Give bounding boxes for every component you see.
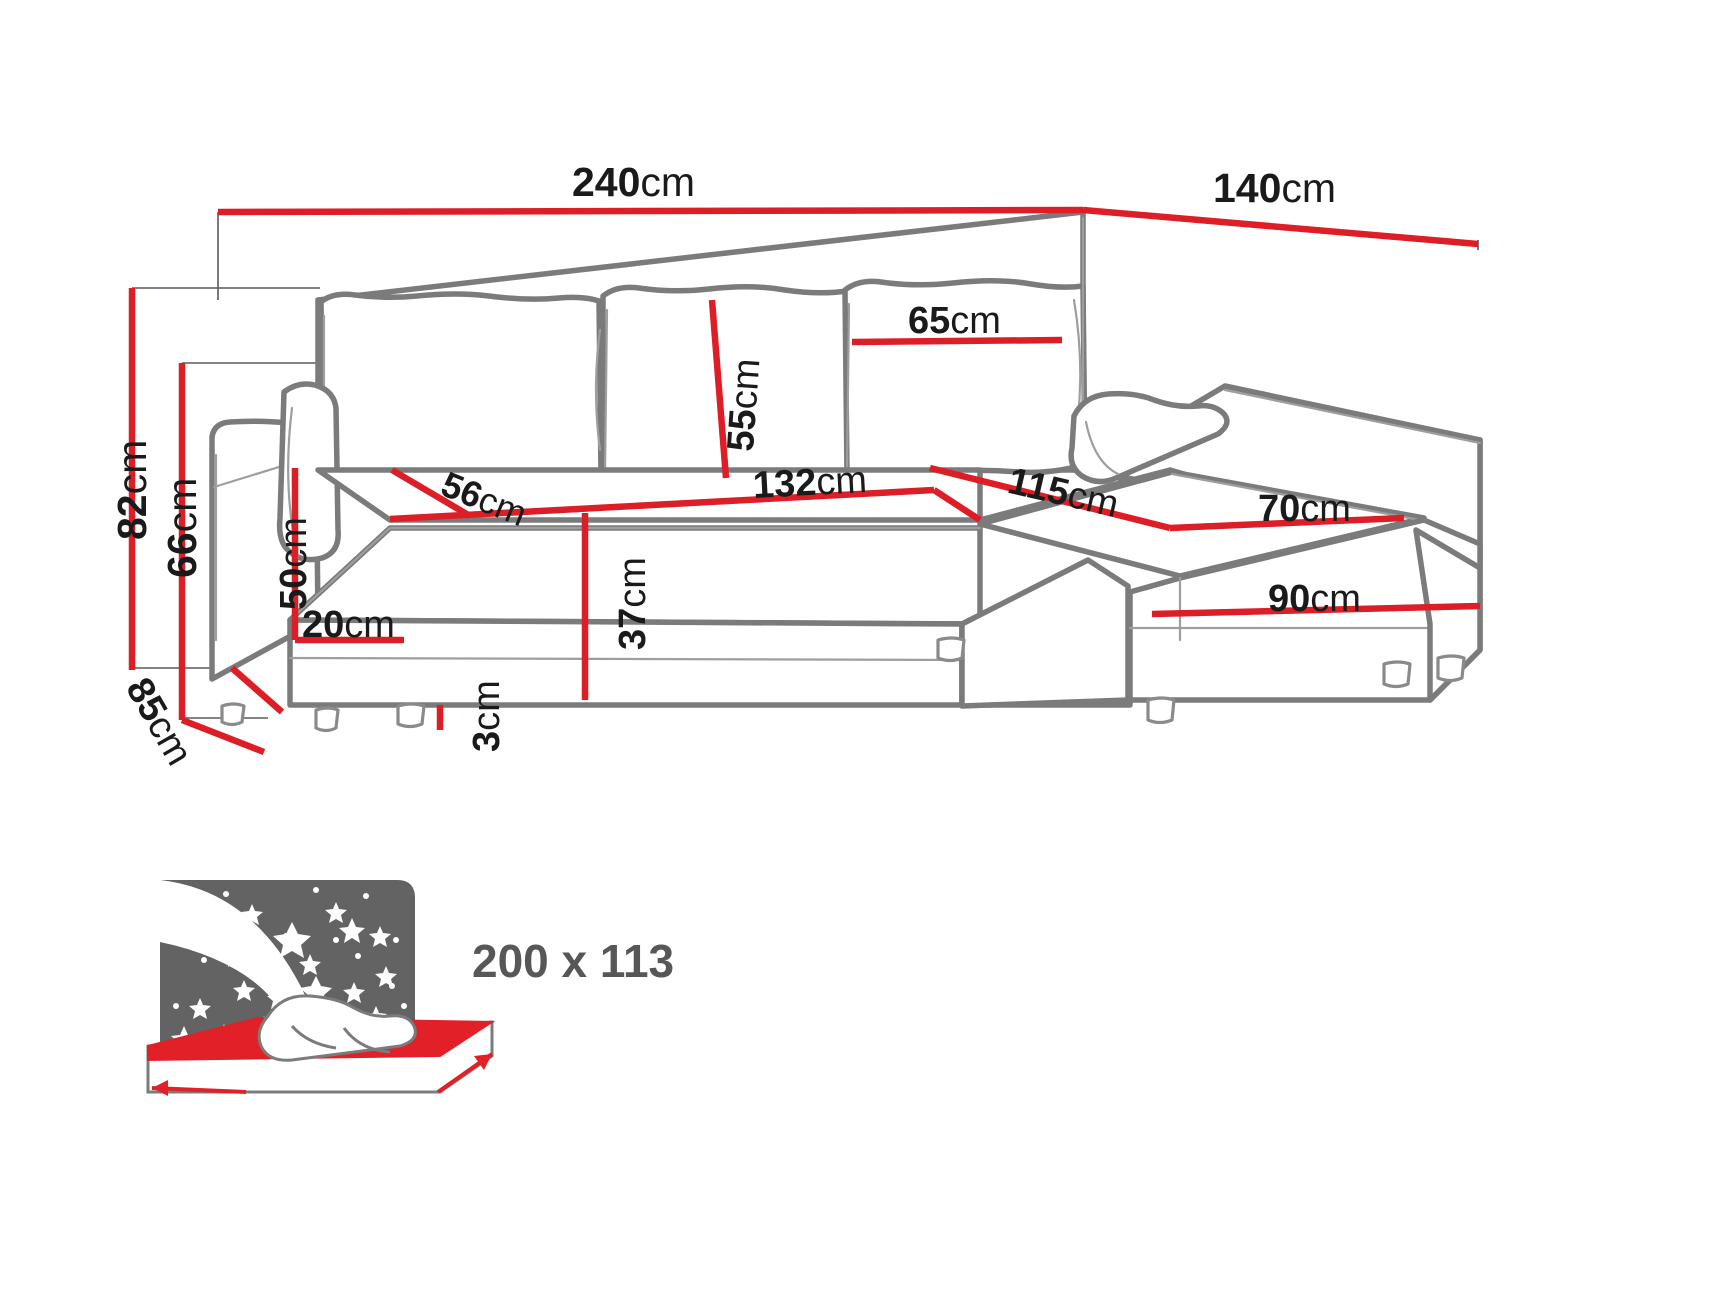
dimension-65cm: 65cm [908, 300, 1001, 342]
dimension-66cm: 66cm [159, 477, 205, 578]
chaise-cushion [1068, 390, 1230, 485]
dimension-132cm: 132cm [751, 459, 868, 507]
dimline-70cm [1169, 514, 1405, 532]
dimension-20cm: 20cm [302, 604, 395, 646]
bed-night-sky-icon [146, 880, 496, 1096]
dimension-3cm: 3cm [466, 680, 508, 752]
dimension-37cm: 37cm [612, 557, 654, 650]
foot-2 [396, 702, 426, 729]
foot-3 [936, 636, 966, 663]
dimline-115cm [929, 464, 1171, 532]
dimline-56cm [390, 467, 472, 519]
back-cushion-1 [318, 291, 604, 492]
sleeping-area-label: 200 x 113 [472, 935, 675, 987]
dimension-90cm: 90cm [1268, 578, 1361, 620]
dimline-65cm [851, 336, 1063, 346]
dimension-50cm: 50cm [273, 517, 315, 610]
dimension-82cm: 82cm [109, 439, 155, 540]
dimension-lines [128, 206, 1481, 756]
foot-4 [1146, 696, 1176, 725]
dimension-140cm: 140cm [1213, 165, 1337, 211]
foot-7 [220, 702, 246, 727]
dimension-55cm: 55cm [720, 357, 769, 453]
foot-1 [314, 706, 340, 733]
dimline-132cm [389, 486, 935, 523]
dimension-240cm: 240cm [572, 159, 696, 205]
dimension-70cm: 70cm [1258, 488, 1351, 530]
dimline-85cm [180, 716, 266, 756]
dimline-140cm [1082, 206, 1479, 248]
dimline-240cm [217, 206, 1084, 216]
dimline-90cm [1151, 602, 1481, 618]
dimline-55cm [708, 299, 730, 479]
foot-6 [1436, 654, 1466, 683]
foot-5 [1382, 660, 1412, 689]
sleeping-area-block: 200 x 113 [140, 830, 700, 1100]
